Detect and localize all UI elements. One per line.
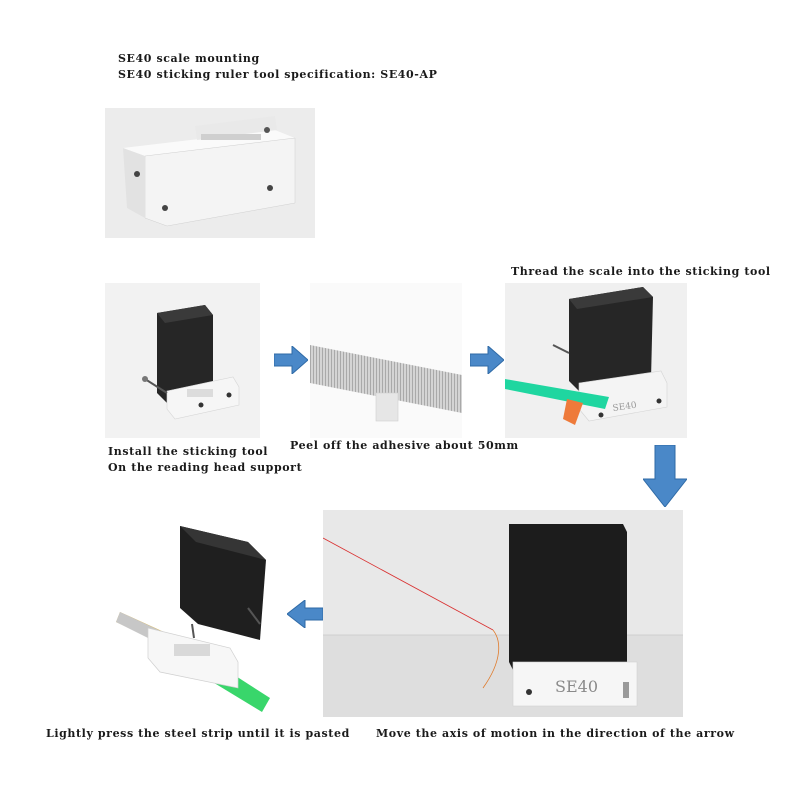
caption-peel: Peel off the adhesive about 50mm — [290, 439, 519, 452]
arrow-left-icon — [287, 600, 323, 628]
caption-press: Lightly press the steel strip until it i… — [46, 727, 350, 740]
arrow-down-icon — [643, 445, 687, 507]
press-image — [116, 526, 270, 712]
caption-install-line-2: On the reading head support — [108, 461, 303, 474]
install-photo — [105, 283, 260, 438]
caption-install-line-1: Install the sticking tool — [108, 445, 269, 458]
move-photo: SE40 — [323, 510, 683, 717]
peel-image — [310, 345, 462, 422]
arrow-right-icon — [274, 346, 308, 374]
tool-mark-small: SE40 — [612, 401, 638, 414]
title-line-1: SE40 scale mounting — [118, 52, 260, 65]
arrow-right-icon — [470, 346, 504, 374]
peel-photo — [310, 283, 462, 438]
tool-mark-large: SE40 — [555, 677, 598, 696]
caption-move: Move the axis of motion in the direction… — [376, 727, 735, 740]
thread-photo: SE40 — [505, 283, 687, 438]
caption-thread: Thread the scale into the sticking tool — [511, 265, 771, 278]
thread-image: SE40 — [505, 287, 668, 425]
tool-image — [123, 116, 296, 227]
press-photo — [110, 512, 290, 717]
install-image — [142, 305, 240, 420]
tool-photo — [105, 108, 315, 238]
move-image: SE40 — [323, 510, 683, 717]
title-line-2: SE40 sticking ruler tool specification: … — [118, 68, 438, 81]
